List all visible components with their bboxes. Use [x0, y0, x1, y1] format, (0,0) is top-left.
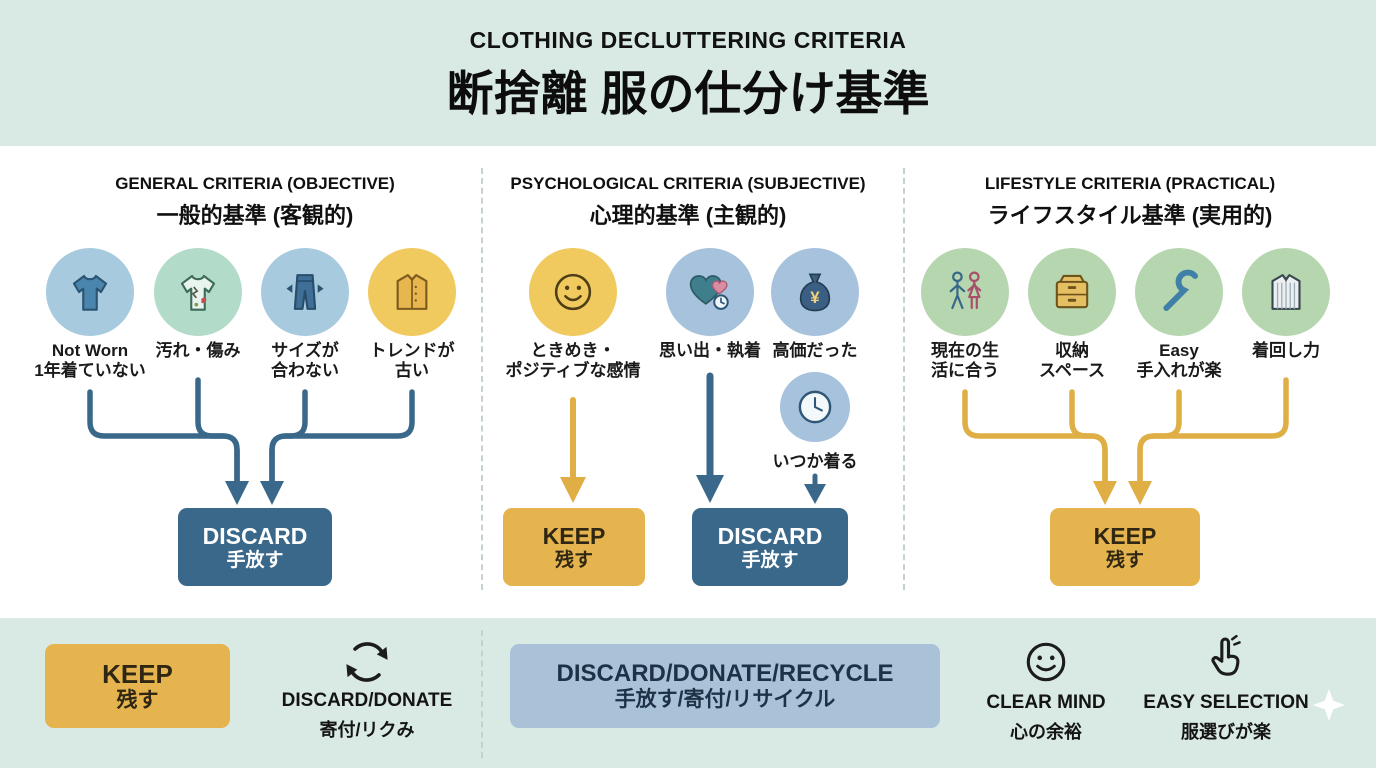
recycle-arrows-icon	[341, 636, 393, 693]
criterion-damaged: 汚れ・傷み	[155, 341, 241, 360]
legend-keep-box: KEEP 残す	[45, 644, 230, 728]
keep-label-en: KEEP	[542, 522, 606, 549]
heart-attachment-icon	[666, 248, 754, 336]
column-lifestyle-title-en: LIFESTYLE CRITERIA (PRACTICAL)	[984, 174, 1276, 193]
legend-donate-note: DISCARD/DONATE 寄付/リクみ	[267, 690, 467, 742]
legend-easy-selection-en: EASY SELECTION	[1143, 692, 1309, 713]
discard-label-ja: 手放す	[226, 549, 284, 571]
legend-clear-mind-en: CLEAR MIND	[986, 692, 1106, 713]
legend-recycle-en: DISCARD/DONATE/RECYCLE	[556, 660, 894, 687]
criterion-someday: いつか着る	[772, 452, 858, 471]
criterion-memories: 思い出・執着	[659, 341, 761, 360]
criterion-versatility: 着回し力	[1252, 341, 1320, 360]
column-divider-2	[903, 168, 905, 590]
keep-label-ja: 残す	[554, 549, 593, 571]
tshirt-icon	[46, 248, 134, 336]
smiley-icon	[529, 248, 617, 336]
header: CLOTHING DECLUTTERING CRITERIA 断捨離 服の仕分け…	[0, 0, 1376, 146]
legend-clear-mind-ja: 心の余裕	[1010, 722, 1082, 742]
jeans-size-icon	[261, 248, 349, 336]
column-divider-1	[481, 168, 483, 590]
legend-donate-ja: 寄付/リクみ	[319, 720, 415, 740]
title-ja: 断捨離 服の仕分け基準	[446, 67, 930, 120]
psychological-keep-box: KEEP 残す	[503, 508, 645, 586]
keep-label-en: KEEP	[1093, 522, 1157, 549]
keep-label-ja: 残す	[1105, 549, 1144, 571]
criterion-not-worn: Not Worn 1年着ていない	[34, 341, 146, 381]
easy-care-icon	[1135, 248, 1223, 336]
column-psychological-title-ja: 心理的基準 (主観的)	[589, 203, 787, 228]
footer-divider	[481, 630, 483, 758]
legend-keep-en: KEEP	[102, 659, 173, 689]
criterion-sparks-joy: ときめき・ ポジティブな感情	[505, 341, 641, 381]
clock-icon	[780, 372, 850, 442]
criterion-old-trend: トレンドが 古い	[369, 341, 455, 381]
psychological-discard-box: DISCARD 手放す	[692, 508, 848, 586]
discard-label-en: DISCARD	[202, 522, 308, 549]
column-psychological-title-en: PSYCHOLOGICAL CRITERIA (SUBJECTIVE)	[510, 174, 866, 193]
old-trend-icon	[368, 248, 456, 336]
column-lifestyle-title-ja: ライフスタイル基準 (実用的)	[987, 203, 1273, 228]
discard-label-ja: 手放す	[741, 549, 799, 571]
legend-easy-selection-ja: 服選びが楽	[1181, 722, 1271, 742]
legend-donate-en: DISCARD/DONATE	[281, 690, 453, 711]
legend-easy-selection: EASY SELECTION 服選びが楽	[1116, 692, 1336, 744]
criterion-wrong-size: サイズが 合わない	[271, 341, 339, 381]
storage-icon	[1028, 248, 1116, 336]
damaged-clothes-icon	[154, 248, 242, 336]
money-bag-icon: ¥	[771, 248, 859, 336]
criterion-easy-care: Easy 手入れが楽	[1136, 341, 1222, 381]
column-general-title-en: GENERAL CRITERIA (OBJECTIVE)	[115, 174, 395, 193]
legend-clear-mind: CLEAR MIND 心の余裕	[946, 692, 1146, 744]
column-general-title-ja: 一般的基準 (客観的)	[156, 203, 354, 228]
criterion-fits-lifestyle: 現在の生 活に合う	[931, 341, 999, 381]
discard-label-en: DISCARD	[717, 522, 823, 549]
general-discard-box: DISCARD 手放す	[178, 508, 332, 586]
legend-recycle-ja: 手放す/寄付/リサイクル	[614, 688, 836, 711]
hand-pointer-icon	[1201, 632, 1251, 687]
legend-recycle-box: DISCARD/DONATE/RECYCLE 手放す/寄付/リサイクル	[510, 644, 940, 728]
lifestyle-keep-box: KEEP 残す	[1050, 508, 1200, 586]
legend-keep-ja: 残す	[116, 689, 159, 712]
criterion-storage-space: 収納 スペース	[1039, 341, 1105, 381]
sparkle-icon	[1312, 688, 1346, 727]
clear-mind-smiley-icon	[1021, 637, 1071, 692]
title-en: CLOTHING DECLUTTERING CRITERIA	[469, 27, 907, 53]
versatile-icon	[1242, 248, 1330, 336]
current-life-icon	[921, 248, 1009, 336]
yen-glyph: ¥	[810, 288, 820, 307]
criterion-expensive: 高価だった	[772, 341, 858, 360]
